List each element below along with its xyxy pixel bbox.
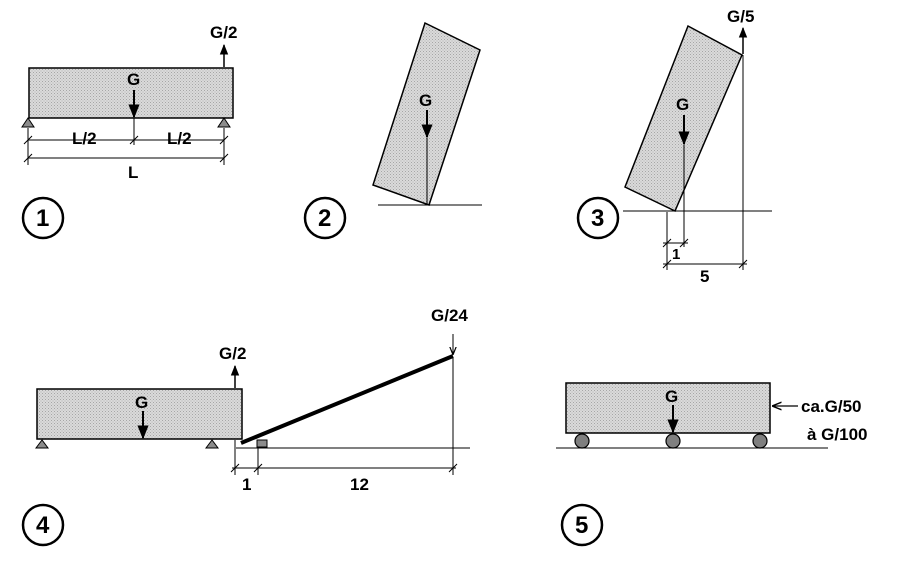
support-left (21, 117, 35, 128)
dimension-lines (662, 238, 748, 269)
figure-number-circle (21, 196, 65, 240)
support-right (205, 439, 219, 449)
figure-number: 3 (591, 205, 604, 232)
roller-middle (665, 433, 681, 449)
push-force-label-line1: ca.G/50 (801, 397, 862, 416)
figure-number-circle (576, 196, 620, 240)
length-label: L (128, 163, 138, 182)
dimension-lines (23, 118, 229, 165)
weight-label: G (127, 70, 140, 89)
figure-3: G G/5 1 5 3 (576, 7, 772, 286)
support-right (217, 117, 231, 128)
figure-number-circle (303, 196, 347, 240)
figure-1: G G/2 L/2 L/2 L 1 (21, 23, 237, 240)
figure-2: G 2 (303, 21, 482, 240)
figure-4: G G/2 G/24 1 12 4 (21, 306, 470, 547)
long-dimension-label: 5 (700, 267, 709, 286)
fulcrum-block (256, 439, 268, 448)
figure-number-circle (21, 503, 65, 547)
half-length-left-label: L/2 (72, 129, 97, 148)
half-length-right-label: L/2 (167, 129, 192, 148)
lift-force-label: G/5 (727, 7, 754, 26)
lift-force-label: G/2 (210, 23, 237, 42)
lift-force-label: G/2 (219, 344, 246, 363)
support-left (35, 439, 49, 449)
short-dimension-label: 1 (242, 475, 251, 494)
lever-bar (240, 354, 454, 445)
figure-number: 5 (575, 512, 588, 539)
weight-label: G (665, 387, 678, 406)
figure-number-circle (560, 503, 604, 547)
push-force-label-line2: à G/100 (807, 425, 868, 444)
roller-right (752, 433, 768, 449)
figure-number: 4 (36, 512, 50, 539)
dimension-lines (230, 440, 458, 475)
weight-label: G (676, 95, 689, 114)
long-dimension-label: 12 (350, 475, 369, 494)
short-dimension-label: 1 (672, 246, 680, 263)
roller-left (574, 433, 590, 449)
lever-force-label: G/24 (431, 306, 468, 325)
figure-5: G ca.G/50 à G/100 5 (556, 382, 868, 547)
weight-label: G (419, 91, 432, 110)
weight-label: G (135, 393, 148, 412)
figure-number: 2 (318, 205, 331, 232)
figure-number: 1 (36, 205, 49, 232)
